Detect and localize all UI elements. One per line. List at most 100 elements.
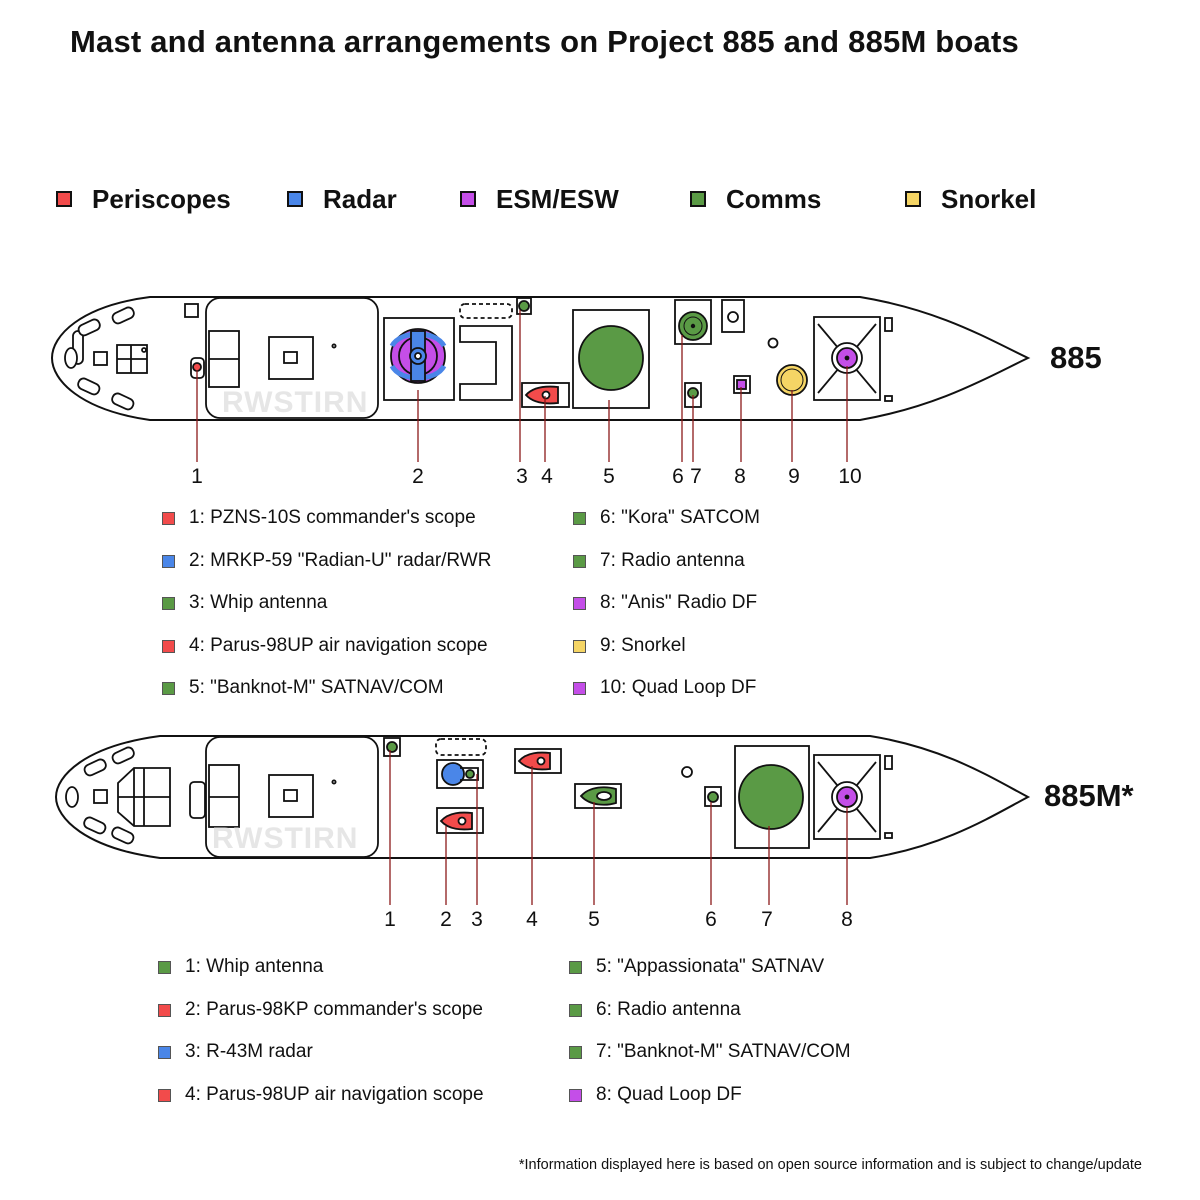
key-item: 3: Whip antenna [162,592,327,614]
callout-number: 6 [705,908,717,931]
key-text: 7: "Banknot-M" SATNAV/COM [596,1041,851,1062]
boat-885m-bow-details [65,746,206,845]
callout-number: 10 [838,465,862,488]
boat-885m-leader-lines [389,750,848,905]
key-swatch [162,681,175,695]
boat-885-leader-lines [196,310,848,462]
key-swatch [573,554,586,568]
key-swatch [569,960,582,974]
callout-number: 2 [412,465,424,488]
key-text: 1: PZNS-10S commander's scope [189,507,476,528]
key-text: 8: "Anis" Radio DF [600,592,758,613]
key-swatch [573,511,586,525]
legend-item-periscopes: Periscopes [56,184,231,214]
key-item: 8: "Anis" Radio DF [573,592,757,614]
key-item: 7: "Banknot-M" SATNAV/COM [569,1041,851,1063]
key-swatch [573,639,586,653]
legend-item-esm: ESM/ESW [460,184,619,214]
legend-label: Comms [726,183,822,214]
callout-number: 8 [841,908,853,931]
callout-number: 3 [471,908,483,931]
key-text: 5: "Appassionata" SATNAV [596,956,825,977]
key-swatch [162,639,175,653]
boat-885-name: 885 [1050,340,1102,375]
key-text: 3: Whip antenna [189,592,328,613]
callout-number: 5 [603,465,615,488]
key-item: 4: Parus-98UP air navigation scope [158,1084,484,1106]
key-item: 7: Radio antenna [573,550,745,572]
key-text: 6: "Kora" SATCOM [600,507,760,528]
boat-885m-name: 885M* [1044,778,1134,813]
key-text: 9: Snorkel [600,635,686,656]
callout-number: 2 [440,908,452,931]
key-swatch [158,1088,171,1102]
legend-swatch [56,191,72,207]
callout-number: 7 [690,465,702,488]
callout-number: 6 [672,465,684,488]
key-item: 3: R-43M radar [158,1041,313,1063]
key-text: 10: Quad Loop DF [600,677,757,698]
key-text: 8: Quad Loop DF [596,1084,742,1105]
key-item: 4: Parus-98UP air navigation scope [162,635,488,657]
callout-number: 8 [734,465,746,488]
watermark: RWSTIRN [212,822,358,855]
legend-label: Periscopes [92,183,231,214]
key-swatch [162,554,175,568]
key-swatch [158,1003,171,1017]
boat-885m-masts [383,737,893,849]
key-swatch [569,1003,582,1017]
key-text: 6: Radio antenna [596,999,741,1020]
key-swatch [573,681,586,695]
key-item: 8: Quad Loop DF [569,1084,742,1106]
key-item: 6: "Kora" SATCOM [573,507,760,529]
key-item: 6: Radio antenna [569,999,741,1021]
legend-item-snorkel: Snorkel [905,184,1036,214]
key-item: 5: "Appassionata" SATNAV [569,956,824,978]
key-item: 10: Quad Loop DF [573,677,756,699]
key-swatch [573,596,586,610]
watermark: RWSTIRN [222,386,368,419]
key-text: 1: Whip antenna [185,956,324,977]
key-swatch [569,1045,582,1059]
key-item: 9: Snorkel [573,635,686,657]
boat-885m-sail [205,736,487,858]
key-item: 2: Parus-98KP commander's scope [158,999,483,1021]
key-text: 4: Parus-98UP air navigation scope [189,635,488,656]
callout-number: 1 [191,465,203,488]
callout-number: 3 [516,465,528,488]
callout-number: 9 [788,465,800,488]
callout-number: 5 [588,908,600,931]
key-text: 3: R-43M radar [185,1041,313,1062]
legend-swatch [905,191,921,207]
key-item: 1: PZNS-10S commander's scope [162,507,476,529]
legend-swatch [287,191,303,207]
legend-item-comms: Comms [690,184,821,214]
legend-swatch [690,191,706,207]
key-text: 4: Parus-98UP air navigation scope [185,1084,484,1105]
key-swatch [162,596,175,610]
legend-label: Radar [323,183,397,214]
key-item: 1: Whip antenna [158,956,323,978]
callout-number: 7 [761,908,773,931]
key-text: 2: MRKP-59 "Radian-U" radar/RWR [189,550,492,571]
key-swatch [158,1045,171,1059]
boat-885-bow-details [64,303,199,411]
callout-number: 1 [384,908,396,931]
legend-label: ESM/ESW [496,183,619,214]
key-text: 5: "Banknot-M" SATNAV/COM [189,677,444,698]
page-title: Mast and antenna arrangements on Project… [70,24,1019,59]
key-item: 5: "Banknot-M" SATNAV/COM [162,677,444,699]
legend-item-radar: Radar [287,184,397,214]
key-text: 7: Radio antenna [600,550,745,571]
key-item: 2: MRKP-59 "Radian-U" radar/RWR [162,550,491,572]
footnote: *Information displayed here is based on … [518,1157,1142,1173]
callout-number: 4 [541,465,553,488]
legend-swatch [460,191,476,207]
callout-number: 4 [526,908,538,931]
key-swatch [569,1088,582,1102]
key-text: 2: Parus-98KP commander's scope [185,999,483,1020]
key-swatch [162,511,175,525]
legend-label: Snorkel [941,183,1037,214]
key-swatch [158,960,171,974]
